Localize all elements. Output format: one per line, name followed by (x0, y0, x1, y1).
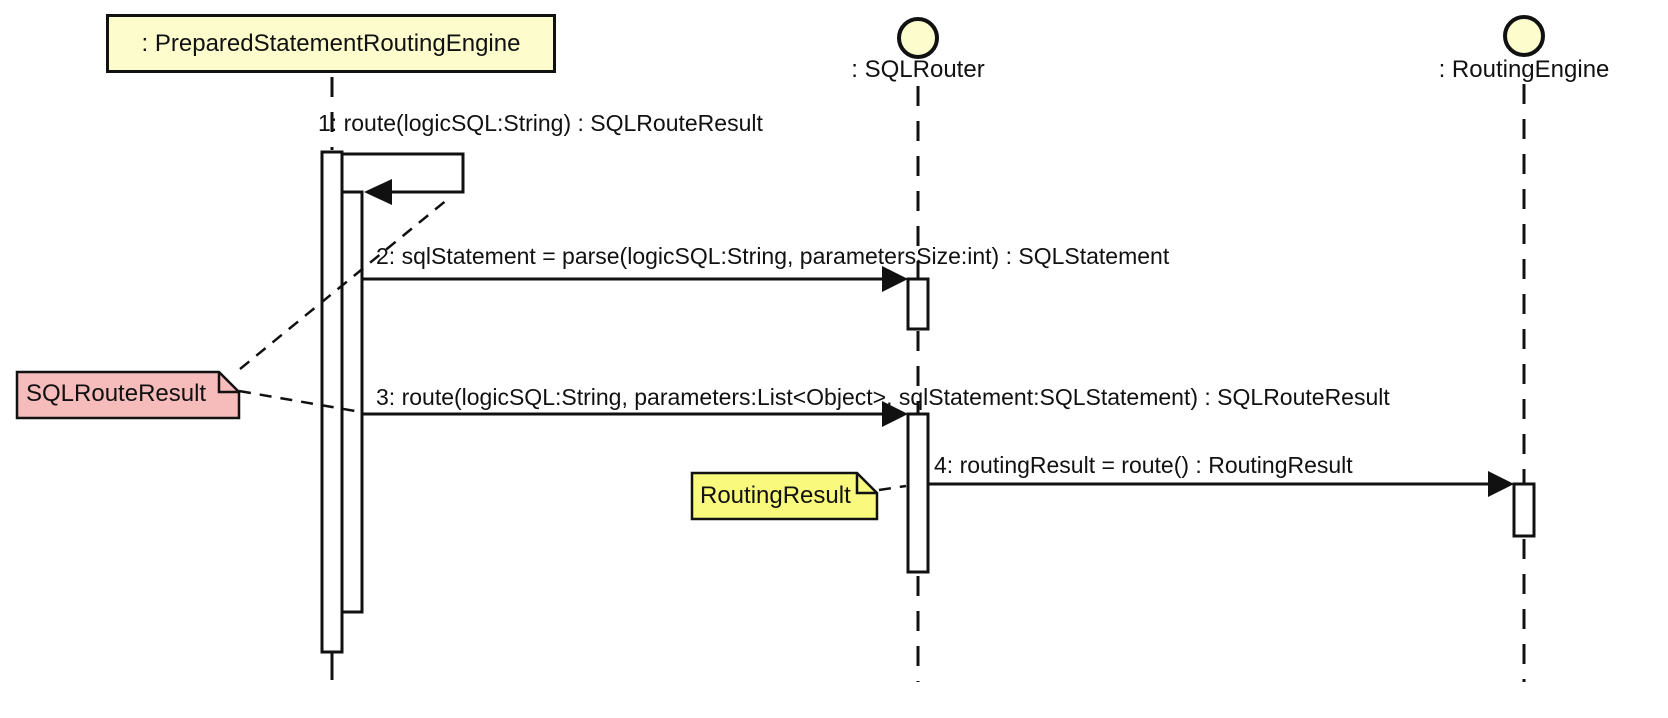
message-1-arrowhead (364, 179, 392, 205)
participant-label-engine: : PreparedStatementRoutingEngine (141, 29, 521, 57)
participant-label-routingengine: : RoutingEngine (1438, 56, 1610, 83)
activation-routingengine (1512, 482, 1536, 538)
note-routing-result-shape (690, 471, 879, 521)
message-2-label: 2: sqlStatement = parse(logicSQL:String,… (376, 243, 1170, 269)
message-4-label: 4: routingResult = route() : RoutingResu… (934, 452, 1353, 478)
activation-sqlrouter-parse (906, 277, 930, 331)
note-sql-route-result-fold (217, 372, 239, 394)
participant-box-prepared-statement-routing-engine: : PreparedStatementRoutingEngine (106, 14, 556, 73)
activation-sqlrouter-route (906, 412, 930, 574)
participant-label-sqlrouter: : SQLRouter (851, 56, 985, 83)
note-connector-selfcall (239, 198, 449, 370)
note-routing-result-fold (855, 473, 877, 495)
message-2-arrowhead (882, 266, 908, 292)
message-3-arrowhead (882, 401, 908, 427)
entity-circle-sqlrouter (897, 17, 939, 59)
message-1-label: 1: route(logicSQL:String) : SQLRouteResu… (318, 110, 763, 136)
message-4-arrowhead (1488, 471, 1514, 497)
entity-circle-routingengine (1503, 15, 1545, 57)
note-sql-route-result-shape (15, 370, 241, 420)
message-1-self-line (342, 152, 465, 194)
note-routing-result-label: RoutingResult (700, 482, 851, 509)
activation-engine-outer (320, 150, 344, 654)
activation-engine-inner (340, 190, 364, 614)
note-sql-route-result-label: SQLRouteResult (26, 380, 207, 407)
message-3-label: 3: route(logicSQL:String, parameters:Lis… (376, 384, 1390, 410)
note-connector-message-4 (878, 484, 907, 492)
